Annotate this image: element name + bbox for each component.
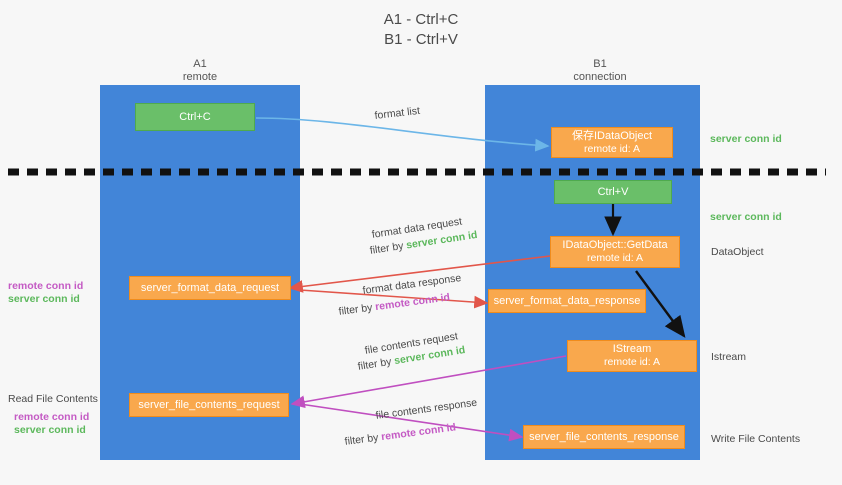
title-line-1: A1 - Ctrl+C	[383, 11, 459, 28]
node-ctrl-v-label: Ctrl+V	[597, 185, 629, 198]
lane-b1-sub: connection	[573, 71, 627, 83]
edge-label-format-list: format list	[374, 104, 421, 122]
node-server-format-data-request[interactable]: server_format_data_request	[129, 276, 291, 300]
node-idataobject-getdata[interactable]: IDataObject::GetData remote id: A	[550, 236, 680, 268]
node-idataobject-getdata-remote-id: remote id: A	[586, 252, 644, 264]
filter-by-text: filter by	[344, 431, 380, 448]
node-save-idataobject-label: 保存IDataObject	[571, 129, 653, 142]
node-server-format-data-request-label: server_format_data_request	[140, 281, 280, 294]
annotation-server-conn-id-top: server conn id	[710, 133, 782, 145]
node-server-file-contents-response[interactable]: server_file_contents_response	[523, 425, 685, 449]
filter-by-text: filter by	[369, 239, 405, 257]
title-line-2: B1 - Ctrl+V	[384, 31, 458, 48]
annotation-write-file-contents: Write File Contents	[711, 433, 801, 445]
annotation-left-server-conn-id-lower: server conn id	[14, 424, 86, 436]
lane-header-b1: B1 connection	[525, 58, 675, 84]
lane-b1-name: B1	[593, 58, 607, 70]
node-server-format-data-response-label: server_format_data_response	[493, 294, 641, 307]
edge-filter-file-contents-response: filter by remote conn id	[344, 421, 457, 449]
node-idataobject-getdata-label: IDataObject::GetData	[562, 239, 668, 251]
node-save-idataobject[interactable]: 保存IDataObject remote id: A	[551, 127, 673, 158]
node-istream[interactable]: IStream remote id: A	[567, 340, 697, 372]
filter-by-text: filter by	[357, 355, 393, 373]
edge-label-file-contents-response: file contents response	[375, 396, 478, 422]
node-server-format-data-response[interactable]: server_format_data_response	[488, 289, 646, 313]
lane-a1-name: A1	[193, 58, 207, 70]
node-istream-remote-id: remote id: A	[603, 356, 661, 368]
node-istream-label: IStream	[612, 343, 652, 355]
node-server-file-contents-response-label: server_file_contents_response	[529, 430, 679, 443]
node-ctrl-v[interactable]: Ctrl+V	[554, 180, 672, 204]
annotation-left-remote-conn-id-lower: remote conn id	[14, 411, 90, 423]
annotation-server-conn-id-mid: server conn id	[710, 211, 782, 223]
node-server-file-contents-request[interactable]: server_file_contents_request	[129, 393, 289, 417]
annotation-left-remote-conn-id-upper: remote conn id	[8, 280, 84, 292]
remote-conn-id-text: remote conn id	[380, 421, 457, 444]
lane-a1-sub: remote	[182, 71, 218, 83]
annotation-dataobject: DataObject	[711, 246, 764, 258]
annotation-istream: Istream	[711, 351, 747, 363]
node-server-file-contents-request-label: server_file_contents_request	[138, 398, 280, 411]
node-ctrl-c[interactable]: Ctrl+C	[135, 103, 255, 131]
annotation-read-file-contents: Read File Contents	[8, 393, 98, 405]
lane-header-a1: A1 remote	[130, 58, 270, 84]
node-save-idataobject-remote-id: remote id: A	[583, 142, 641, 155]
edge-filter-format-data-response: filter by remote conn id	[338, 291, 451, 319]
filter-by-text: filter by	[338, 301, 374, 318]
annotation-left-server-conn-id-upper: server conn id	[8, 293, 80, 305]
page-title: A1 - Ctrl+C B1 - Ctrl+V	[0, 10, 842, 50]
node-ctrl-c-label: Ctrl+C	[179, 110, 211, 123]
